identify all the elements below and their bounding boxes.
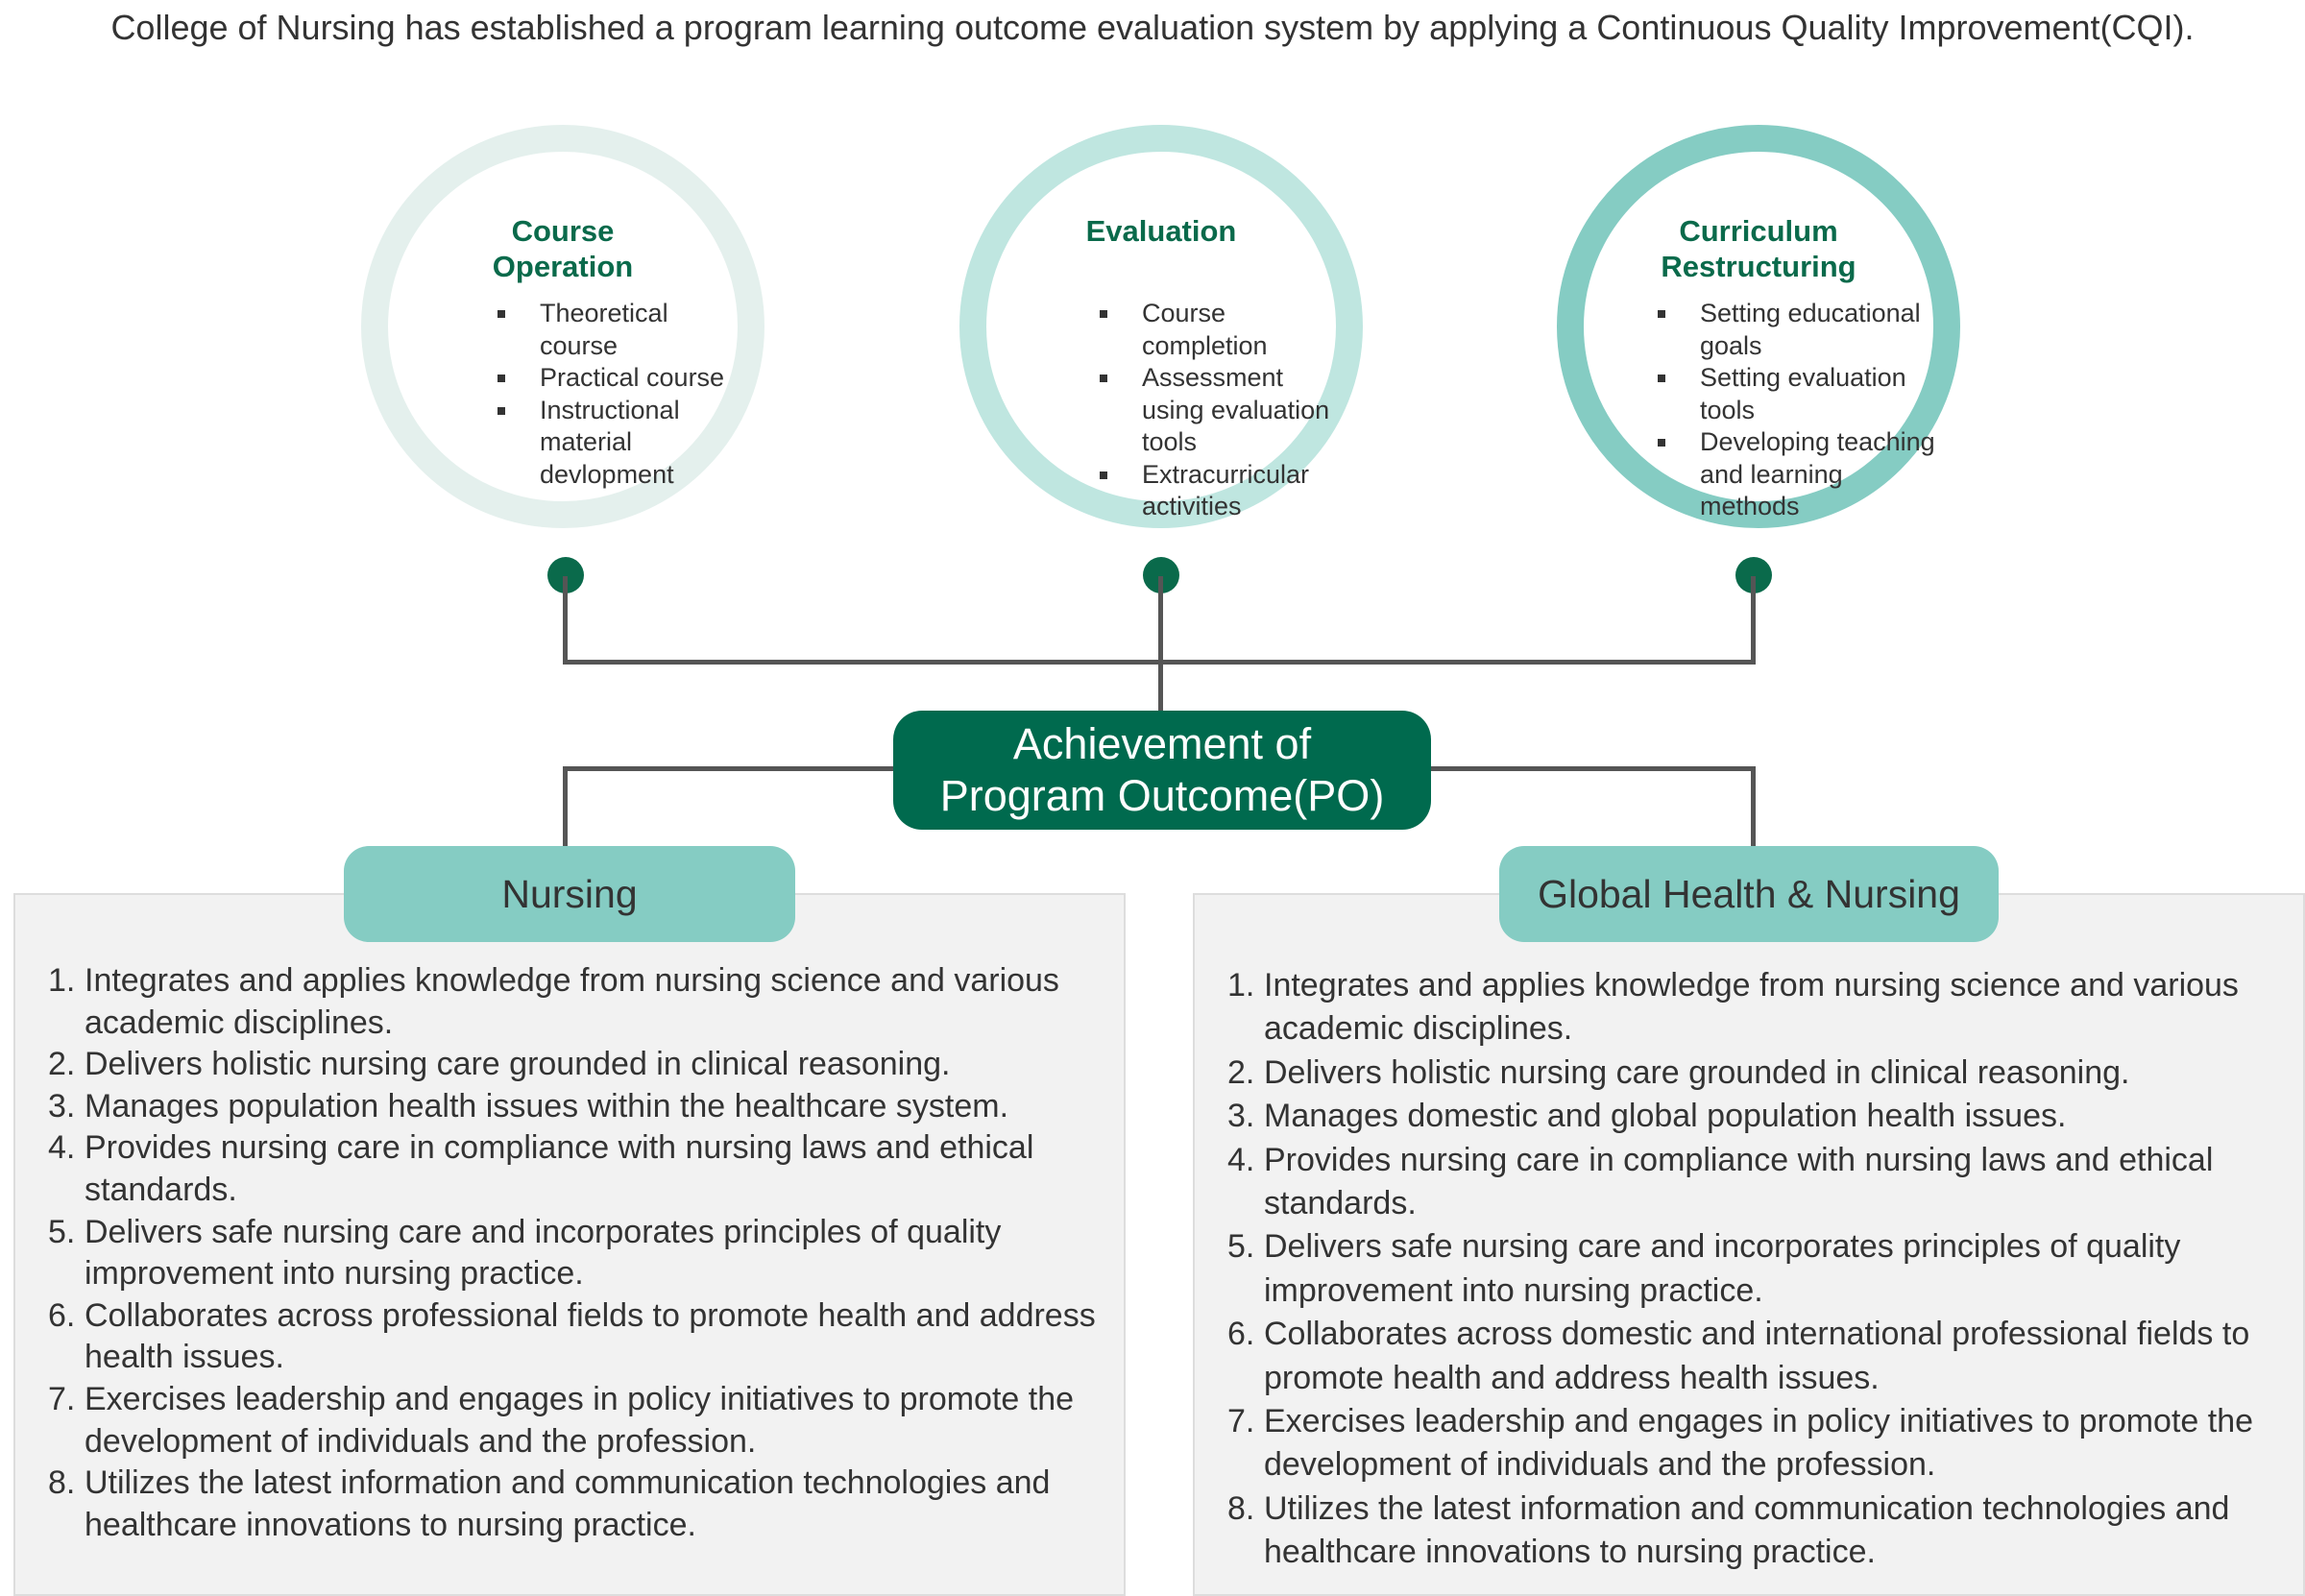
outcome-number: 3.: [1227, 1098, 1255, 1135]
outcome-item: 7.Exercises leadership and engages in po…: [1227, 1400, 2284, 1487]
stage-title-line: Restructuring: [1661, 250, 1856, 283]
outcome-text: Utilizes the latest information and comm…: [1264, 1489, 2230, 1571]
outcome-item: 6.Collaborates across domestic and inter…: [1227, 1313, 2284, 1400]
outcome-text: Integrates and applies knowledge from nu…: [1264, 967, 2239, 1048]
connector-line: [563, 766, 895, 771]
outcome-text: Delivers holistic nursing care grounded …: [1264, 1053, 2130, 1091]
outcome-text: Collaborates across professional fields …: [85, 1296, 1096, 1376]
stage-evaluation: Evaluation Course completion Assessment …: [959, 125, 1363, 528]
program-outcome-box: Achievement of Program Outcome(PO): [893, 711, 1431, 830]
outcome-item: 4.Provides nursing care in compliance wi…: [48, 1127, 1104, 1211]
stage-title-line: Evaluation: [1085, 214, 1237, 248]
outcome-item: 3.Manages population health issues withi…: [48, 1086, 1104, 1128]
outcome-list: 1.Integrates and applies knowledge from …: [1227, 964, 2284, 1575]
outcome-number: 8.: [1227, 1489, 1255, 1527]
outcome-item: 3.Manages domestic and global population…: [1227, 1095, 2284, 1138]
outcome-number: 5.: [1227, 1228, 1255, 1266]
stage-title: Evaluation: [986, 213, 1336, 249]
outcome-number: 4.: [1227, 1141, 1255, 1178]
outcome-item: 8.Utilizes the latest information and co…: [48, 1463, 1104, 1546]
outcome-text: Delivers holistic nursing care grounded …: [85, 1046, 951, 1083]
outcome-number: 1.: [1227, 967, 1255, 1004]
outcome-text: Integrates and applies knowledge from nu…: [85, 962, 1059, 1041]
outcome-text: Manages population health issues within …: [85, 1087, 1009, 1124]
outcome-text: Provides nursing care in compliance with…: [85, 1129, 1034, 1208]
stage-item-list: Setting educational goals Setting evalua…: [1658, 298, 1946, 523]
program-outcome-line: Program Outcome(PO): [939, 771, 1385, 820]
stage-item: Setting evaluation tools: [1658, 362, 1946, 426]
stage-item-list: Theoretical course Practical course Inst…: [497, 298, 728, 491]
outcome-number: 7.: [48, 1380, 76, 1417]
page-headline: College of Nursing has established a pro…: [110, 8, 2195, 47]
outcome-number: 5.: [48, 1213, 76, 1250]
outcome-item: 6.Collaborates across professional field…: [48, 1295, 1104, 1379]
connector-line: [1158, 576, 1163, 665]
connector-line: [1429, 766, 1756, 771]
outcome-item: 1.Integrates and applies knowledge from …: [1227, 964, 2284, 1052]
stage-item: Instructional material devlopment: [497, 395, 728, 492]
outcome-number: 1.: [48, 962, 76, 999]
stage-item: Practical course: [497, 362, 728, 395]
outcome-item: 8.Utilizes the latest information and co…: [1227, 1487, 2284, 1575]
outcome-text: Exercises leadership and engages in poli…: [1264, 1403, 2254, 1484]
outcome-text: Manages domestic and global population h…: [1264, 1098, 2067, 1135]
stage-title: Course Operation: [388, 213, 738, 284]
program-outcome-line: Achievement of: [1012, 719, 1312, 768]
connector-line: [563, 766, 568, 848]
stage-title-line: Curriculum: [1679, 214, 1838, 248]
outcome-item: 7.Exercises leadership and engages in po…: [48, 1379, 1104, 1463]
stage-item-list: Course completion Assessment using evalu…: [1100, 298, 1349, 523]
outcome-number: 8.: [48, 1464, 76, 1502]
outcome-item: 4.Provides nursing care in compliance wi…: [1227, 1139, 2284, 1226]
outcome-text: Exercises leadership and engages in poli…: [85, 1380, 1075, 1460]
outcome-text: Provides nursing care in compliance with…: [1264, 1141, 2214, 1222]
stage-curriculum-restructuring: Curriculum Restructuring Setting educati…: [1557, 125, 1960, 528]
outcome-item: 2.Delivers holistic nursing care grounde…: [48, 1044, 1104, 1086]
program-outcome-label: Achievement of Program Outcome(PO): [912, 718, 1412, 822]
outcome-number: 2.: [1227, 1053, 1255, 1091]
stage-item: Course completion: [1100, 298, 1349, 362]
stage-title-line: Operation: [492, 250, 634, 283]
stage-item: Developing teaching and learning methods: [1658, 426, 1946, 523]
global-health-program-tab: Global Health & Nursing: [1499, 846, 1999, 942]
stage-item: Extracurricular activities: [1100, 459, 1349, 523]
stage-course-operation: Course Operation Theoretical course Prac…: [361, 125, 764, 528]
outcome-text: Collaborates across domestic and interna…: [1264, 1316, 2250, 1396]
outcome-item: 5.Delivers safe nursing care and incorpo…: [1227, 1225, 2284, 1313]
connector-line: [1158, 660, 1163, 713]
connector-line: [563, 576, 568, 665]
outcome-number: 4.: [48, 1129, 76, 1167]
outcome-number: 6.: [48, 1296, 76, 1334]
outcome-list: 1.Integrates and applies knowledge from …: [48, 960, 1104, 1546]
connector-line: [1751, 576, 1756, 665]
stage-item: Setting educational goals: [1658, 298, 1946, 362]
outcome-item: 5.Delivers safe nursing care and incorpo…: [48, 1212, 1104, 1295]
nursing-program-tab: Nursing: [344, 846, 795, 942]
stage-item: Assessment using evaluation tools: [1100, 362, 1349, 459]
outcome-item: 1.Integrates and applies knowledge from …: [48, 960, 1104, 1044]
global-health-outcomes-panel: 1.Integrates and applies knowledge from …: [1193, 893, 2305, 1596]
outcome-number: 3.: [48, 1087, 76, 1124]
connector-line: [1751, 766, 1756, 848]
outcome-number: 6.: [1227, 1316, 1255, 1353]
outcome-text: Utilizes the latest information and comm…: [85, 1464, 1051, 1543]
stage-title-line: Course: [511, 214, 615, 248]
outcome-item: 2.Delivers holistic nursing care grounde…: [1227, 1052, 2284, 1095]
outcome-number: 2.: [48, 1046, 76, 1083]
outcome-number: 7.: [1227, 1403, 1255, 1440]
nursing-outcomes-panel: 1.Integrates and applies knowledge from …: [13, 893, 1126, 1596]
outcome-text: Delivers safe nursing care and incorpora…: [1264, 1228, 2181, 1309]
stage-item: Theoretical course: [497, 298, 728, 362]
outcome-text: Delivers safe nursing care and incorpora…: [85, 1213, 1002, 1293]
stage-title: Curriculum Restructuring: [1584, 213, 1933, 284]
